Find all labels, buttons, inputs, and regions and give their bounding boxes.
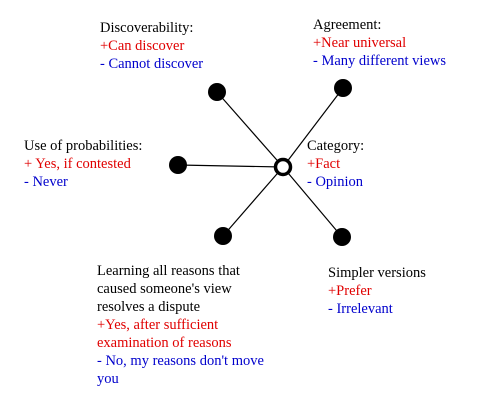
reasons-title-line-3: resolves a dispute: [97, 299, 201, 315]
node-reasons: [214, 227, 232, 245]
reasons-pro-line-1: +Yes, after sufficient: [97, 317, 219, 333]
simpler-pro: +Prefer: [328, 283, 372, 299]
node-discoverability: [208, 83, 226, 101]
spoke-agreement: [282, 87, 344, 168]
label-simpler: Simpler versions +Prefer - Irrelevant: [328, 264, 426, 318]
simpler-title: Simpler versions: [328, 265, 426, 281]
category-con: - Opinion: [307, 174, 363, 190]
probabilities-pro: + Yes, if contested: [24, 156, 131, 172]
reasons-title-line-2: caused someone's view: [97, 281, 232, 297]
discoverability-con: - Cannot discover: [100, 56, 204, 72]
category-pro: +Fact: [307, 156, 341, 172]
reasons-con-line-1: - No, my reasons don't move: [97, 353, 264, 369]
discoverability-pro: +Can discover: [100, 38, 185, 54]
node-probabilities: [169, 156, 187, 174]
spoke-reasons: [222, 166, 284, 237]
reasons-con-line-2: you: [97, 371, 119, 387]
discoverability-title: Discoverability:: [100, 20, 194, 36]
center-node-category: [273, 157, 293, 177]
reasons-title-line-1: Learning all reasons that: [97, 263, 240, 279]
spoke-discoverability: [216, 91, 284, 168]
probabilities-con: - Never: [24, 174, 68, 190]
agreement-pro: +Near universal: [313, 35, 407, 51]
reasons-pro-line-2: examination of reasons: [97, 335, 232, 351]
spoke-probabilities: [177, 164, 284, 168]
probabilities-title: Use of probabilities:: [24, 138, 143, 154]
label-discoverability: Discoverability: +Can discover - Cannot …: [100, 19, 203, 73]
agreement-con: - Many different views: [313, 53, 447, 69]
spoke-lines: [177, 87, 344, 238]
label-agreement: Agreement: +Near universal - Many differ…: [313, 16, 446, 70]
agreement-title: Agreement:: [313, 17, 382, 33]
node-agreement: [334, 79, 352, 97]
label-reasons: Learning all reasons that caused someone…: [97, 262, 264, 388]
simpler-con: - Irrelevant: [328, 301, 393, 317]
spoke-simpler: [282, 166, 343, 238]
label-category: Category: +Fact - Opinion: [307, 137, 364, 191]
category-title: Category:: [307, 138, 365, 154]
node-simpler: [333, 228, 351, 246]
label-probabilities: Use of probabilities: + Yes, if conteste…: [24, 137, 142, 191]
